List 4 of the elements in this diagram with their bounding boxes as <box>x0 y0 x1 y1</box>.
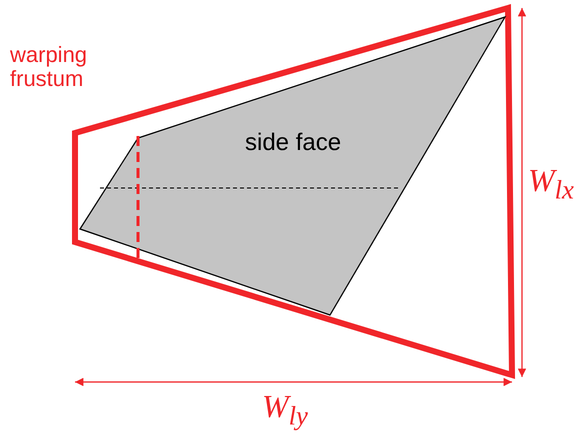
face-label: side face <box>245 130 342 156</box>
dimension-label: W$_{ly}$ <box>262 388 308 432</box>
frustum-label: warping frustum <box>10 43 88 92</box>
dimension-label: W$_{lx}$ <box>528 162 574 206</box>
